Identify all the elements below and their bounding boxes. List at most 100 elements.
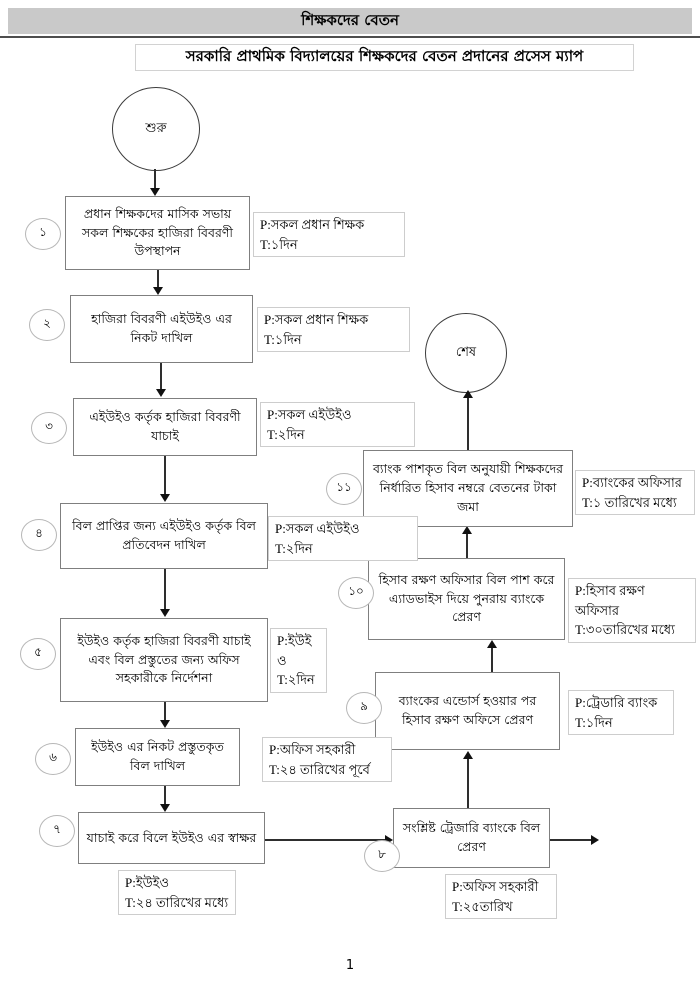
step-1-box: প্রধান শিক্ষকদের মাসিক সভায় সকল শিক্ষকে… [65,196,250,270]
step-5-box: ইউইও কর্তৃক হাজিরা বিবরণী যাচাই এবং বিল … [60,618,268,702]
step-11-box: ব্যাংক পাশকৃত বিল অনুযায়ী শিক্ষকদের নির… [363,450,573,527]
arrowhead-8-9 [463,751,473,759]
step-3-box: এইউইও কর্তৃক হাজিরা বিবরণী যাচাই [73,398,257,456]
connector-11-end [467,397,469,450]
step-9-label: ব্যাংকের এন্ডোর্স হওয়ার পর হিসাব রক্ষণ … [398,693,537,727]
step-6-box: ইউইও এর নিকট প্রস্তুতকৃত বিল দাখিল [75,728,240,786]
connector-1-2 [157,270,159,288]
step-5-annotation: P:ইউই ও T:২দিন [270,628,327,693]
step-9-performer: P:ট্রেডারি ব্যাংক [575,695,658,710]
step-9-box: ব্যাংকের এন্ডোর্স হওয়ার পর হিসাব রক্ষণ … [375,672,560,750]
step-11-performer: P:ব্যাংকের অফিসার [582,475,682,490]
connector-5-6 [164,702,166,721]
step-8-label: সংশ্লিষ্ট ট্রেজারি ব্যাংকে বিল প্রেরণ [402,820,541,854]
arrowhead-7-8 [385,835,393,845]
connector-4-5 [164,569,166,610]
arrowhead-9-10 [487,640,497,648]
step-2-time: T:১দিন [264,331,302,347]
step-10-performer: P:হিসাব রক্ষণ অফিসার [575,583,645,618]
arrowhead-10-11 [462,526,472,534]
step-4-number: ৪ [21,519,57,551]
end-terminal: শেষ [425,313,507,393]
diagram-subtitle: সরকারি প্রাথমিক বিদ্যালয়ের শিক্ষকদের বে… [135,44,634,71]
arrowhead-start-1 [150,188,160,196]
connector-3-4 [164,456,166,495]
step-9-annotation: P:ট্রেডারি ব্যাংক T:১দিন [568,690,674,735]
step-6-label: ইউইও এর নিকট প্রস্তুতকৃত বিল দাখিল [91,739,224,773]
step-6-performer: P:অফিস সহকারী [269,742,356,757]
step-2-performer: P:সকল প্রধান শিক্ষক [264,312,369,327]
arrowhead-3-4 [160,494,170,502]
step-6-annotation: P:অফিস সহকারী T:২৪ তারিখের পূর্বে [262,737,392,782]
connector-7-8 [265,839,385,841]
connector-8-9 [467,758,469,808]
step-4-box: বিল প্রাপ্তির জন্য এইউইও কর্তৃক বিল প্রত… [60,503,268,569]
header-divider [0,36,700,38]
step-7-performer: P:ইউইও [125,875,170,890]
step-8-annotation: P:অফিস সহকারী T:২৫তারিখ [445,874,557,919]
step-8-box: সংশ্লিষ্ট ট্রেজারি ব্যাংকে বিল প্রেরণ [393,808,550,868]
arrowhead-2-3 [156,389,166,397]
step-1-label: প্রধান শিক্ষকদের মাসিক সভায় সকল শিক্ষকে… [82,205,233,259]
step-6-number: ৬ [35,743,71,775]
step-1-number: ১ [25,218,61,250]
start-terminal: শুরু [112,87,200,171]
step-7-label: যাচাই করে বিলে ইউইও এর স্বাক্ষর [86,829,257,845]
step-9-number: ৯ [346,692,382,724]
step-3-time: T:২দিন [267,426,305,442]
step-1-time: T:১দিন [260,236,298,252]
step-2-box: হাজিরা বিবরণী এইউইও এর নিকট দাখিল [70,295,253,363]
step-7-number: ৭ [39,815,75,847]
connector-6-7 [164,786,166,805]
step-10-time: T:৩০তারিখের মধ্যে [575,622,675,637]
connector-2-3 [160,363,162,390]
step-3-annotation: P:সকল এইউইও T:২দিন [260,402,415,447]
arrowhead-8-out [591,835,599,845]
step-5-time: T:২দিন [277,672,315,687]
step-3-number: ৩ [31,412,67,444]
step-5-performer: P:ইউই ও [277,633,312,668]
step-5-label: ইউইও কর্তৃক হাজিরা বিবরণী যাচাই এবং বিল … [77,632,251,686]
step-4-label: বিল প্রাপ্তির জন্য এইউইও কর্তৃক বিল প্রত… [72,518,256,552]
step-3-label: এইউইও কর্তৃক হাজিরা বিবরণী যাচাই [89,409,241,443]
arrowhead-1-2 [153,287,163,295]
step-8-time: T:২৫তারিখ [452,898,513,914]
step-10-box: হিসাব রক্ষণ অফিসার বিল পাশ করে এ্যাডভাইস… [368,558,565,640]
step-11-annotation: P:ব্যাংকের অফিসার T:১ তারিখের মধ্যে [575,470,695,515]
step-10-number: ১০ [338,577,374,609]
arrowhead-4-5 [160,609,170,617]
arrowhead-5-6 [160,720,170,728]
arrowhead-11-end [463,390,473,398]
step-6-time: T:২৪ তারিখের পূর্বে [269,761,370,777]
step-10-label: হিসাব রক্ষণ অফিসার বিল পাশ করে এ্যাডভাইস… [378,571,555,625]
page-title-bar: শিক্ষকদের বেতন [8,8,692,34]
step-7-time: T:২৪ তারিখের মধ্যে [125,894,229,910]
page-title: শিক্ষকদের বেতন [301,10,399,29]
step-2-annotation: P:সকল প্রধান শিক্ষক T:১দিন [257,307,410,352]
step-5-number: ৫ [20,638,56,670]
step-4-annotation: P:সকল এইউইও T:২দিন [268,516,418,561]
connector-10-11 [466,533,468,558]
step-4-performer: P:সকল এইউইও [275,521,360,536]
connector-8-out [550,839,591,841]
step-7-annotation: P:ইউইও T:২৪ তারিখের মধ্যে [118,870,236,915]
step-11-label: ব্যাংক পাশকৃত বিল অনুযায়ী শিক্ষকদের নির… [372,461,564,514]
step-1-performer: P:সকল প্রধান শিক্ষক [260,217,365,232]
step-9-time: T:১দিন [575,714,613,730]
step-11-number: ১১ [326,473,362,505]
step-4-time: T:২দিন [275,540,313,556]
step-2-number: ২ [29,309,65,341]
step-8-number: ৮ [364,840,400,872]
step-3-performer: P:সকল এইউইও [267,407,352,422]
step-2-label: হাজিরা বিবরণী এইউইও এর নিকট দাখিল [91,311,232,345]
end-label: শেষ [455,344,477,360]
page-number: 1 [345,958,355,973]
step-7-box: যাচাই করে বিলে ইউইও এর স্বাক্ষর [78,812,265,864]
arrowhead-6-7 [160,804,170,812]
start-label: শুরু [145,120,167,136]
connector-9-10 [491,647,493,672]
step-11-time: T:১ তারিখের মধ্যে [582,494,677,510]
connector-start-1 [154,169,156,189]
step-10-annotation: P:হিসাব রক্ষণ অফিসার T:৩০তারিখের মধ্যে [568,578,696,643]
